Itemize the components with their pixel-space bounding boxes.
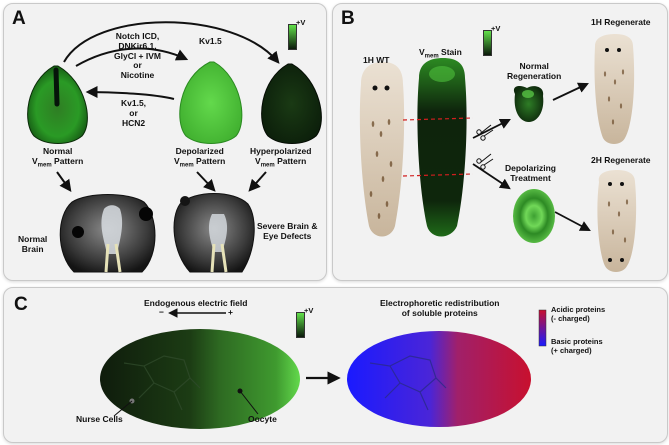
vmem-stain-label: Vmem Stain [419, 47, 462, 60]
redistribution-label: Electrophoretic redistribution of solubl… [380, 298, 500, 318]
voltage-scale-label-b: +V [491, 24, 501, 33]
arrow-normal-to-brain [56, 171, 72, 192]
repolarizing-agents: Kv1.5, or HCN2 [121, 98, 147, 128]
voltage-scale-bar [288, 24, 297, 50]
normal-regeneration-label: Normal Regeneration [507, 61, 562, 81]
arrow-to-depolarized [75, 47, 189, 67]
arrow-kv15-top [63, 21, 280, 64]
normal-fragment [513, 86, 544, 122]
voltage-scale-label-c: +V [304, 306, 314, 315]
regenerate-2h-planarian [597, 170, 637, 272]
charge-legend-bar [538, 309, 547, 347]
arrow-back-to-normal [85, 86, 175, 100]
panel-c-label: C [14, 294, 28, 315]
hyperpolarized-pattern-label: Hyperpolarized Vmem Pattern [250, 146, 312, 169]
arrow-to-1h-regen [552, 82, 589, 101]
arrow-to-depol-treat [472, 163, 511, 190]
normal-pattern-label: Normal Vmem Pattern [32, 146, 84, 169]
scissors-icon-lower [476, 153, 494, 170]
voltage-scale-bar-c [296, 312, 305, 338]
depolarized-embryo [179, 61, 243, 144]
panel-b: B [332, 3, 668, 281]
regenerate-1h-label: 1H Regenerate [591, 17, 651, 27]
kv15-top-label: Kv1.5 [199, 36, 222, 46]
depolarized-pattern-label: Depolarized Vmem Pattern [174, 146, 226, 169]
arrow-to-normal-regen [472, 119, 511, 139]
depolarizing-agents: Notch ICD, DNKir6.1, GlyCl + IVM or Nico… [114, 31, 161, 81]
normal-brain-label: Normal Brain [18, 234, 48, 254]
arrow-hyper-to-defect [248, 171, 267, 192]
panel-c: C [3, 287, 668, 443]
voltage-scale-label: +V [296, 18, 306, 27]
scissors-icon-upper [476, 124, 494, 141]
voltage-scale-bar-b [483, 30, 492, 56]
cut-line-lower [402, 173, 474, 177]
panel-c-graphics [100, 308, 547, 429]
field-minus-sign: − [159, 307, 164, 317]
oocyte-label: Oocyte [248, 414, 277, 424]
panel-a: A [3, 3, 327, 281]
wt-label: 1H WT [363, 55, 390, 65]
panel-b-label: B [341, 8, 355, 29]
depolarizing-treatment-label: Depolarizing Treatment [505, 163, 557, 183]
severe-defects-label: Severe Brain & Eye Defects [257, 221, 318, 241]
panel-a-label: A [12, 8, 26, 29]
stained-planarian [417, 58, 467, 237]
defect-brain-head [173, 193, 255, 273]
regenerate-1h-planarian [594, 34, 635, 144]
basic-proteins-label: Basic proteins (+ charged) [551, 337, 603, 355]
cut-line-upper [402, 117, 474, 121]
normal-brain-head [59, 194, 156, 273]
depolarized-fragment [513, 189, 555, 243]
acidic-proteins-label: Acidic proteins (- charged) [551, 305, 606, 323]
arrow-to-2h-regen [554, 211, 591, 232]
field-plus-sign: + [228, 307, 233, 317]
hyperpolarized-embryo [261, 63, 322, 144]
panel-b-graphics [359, 34, 637, 272]
regenerate-2h-label: 2H Regenerate [591, 155, 651, 165]
wt-planarian [359, 62, 405, 237]
panel-a-graphics [27, 21, 322, 273]
nurse-cells-label: Nurse Cells [76, 414, 123, 424]
egg-chamber-protein [347, 331, 531, 427]
normal-embryo [27, 65, 88, 144]
arrow-depol-to-defect [196, 171, 216, 192]
electric-field-label: Endogenous electric field [144, 298, 248, 308]
